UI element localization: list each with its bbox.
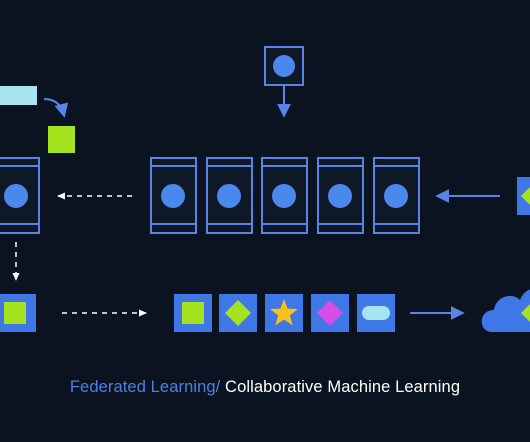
incoming-model-box bbox=[264, 46, 304, 86]
caption-accent-text: Federated Learning/ bbox=[69, 378, 221, 396]
curved-arrow-icon bbox=[43, 98, 69, 118]
diamond-shape-icon bbox=[521, 187, 530, 205]
device-icon bbox=[373, 157, 420, 234]
lime-square-shape-icon bbox=[48, 126, 75, 153]
cyan-bar-shape-icon bbox=[0, 86, 37, 105]
local-update-box bbox=[0, 294, 36, 332]
update-box bbox=[174, 294, 212, 332]
diamond-shape-icon bbox=[317, 300, 343, 326]
update-box bbox=[219, 294, 257, 332]
diamond-shape-icon bbox=[521, 304, 530, 322]
square-shape-icon bbox=[4, 302, 26, 324]
update-boxes-row bbox=[174, 294, 395, 332]
pill-shape-icon bbox=[362, 306, 390, 320]
right-edge-box bbox=[517, 177, 530, 215]
device-icon bbox=[150, 157, 197, 234]
update-box bbox=[265, 294, 303, 332]
star-shape-icon bbox=[270, 299, 298, 326]
square-shape-icon bbox=[182, 302, 204, 324]
device-icon bbox=[317, 157, 364, 234]
device-row bbox=[150, 157, 420, 234]
device-icon bbox=[206, 157, 253, 234]
diagram-caption: Federated Learning/ Collaborative Machin… bbox=[0, 378, 530, 397]
diamond-shape-icon bbox=[225, 300, 251, 326]
caption-main-text: Collaborative Machine Learning bbox=[220, 378, 461, 396]
cloud-icon bbox=[481, 289, 530, 332]
model-circle-icon bbox=[273, 55, 295, 77]
device-icon bbox=[261, 157, 308, 234]
aggregated-device-icon bbox=[0, 157, 40, 234]
update-box bbox=[311, 294, 349, 332]
update-box bbox=[357, 294, 395, 332]
